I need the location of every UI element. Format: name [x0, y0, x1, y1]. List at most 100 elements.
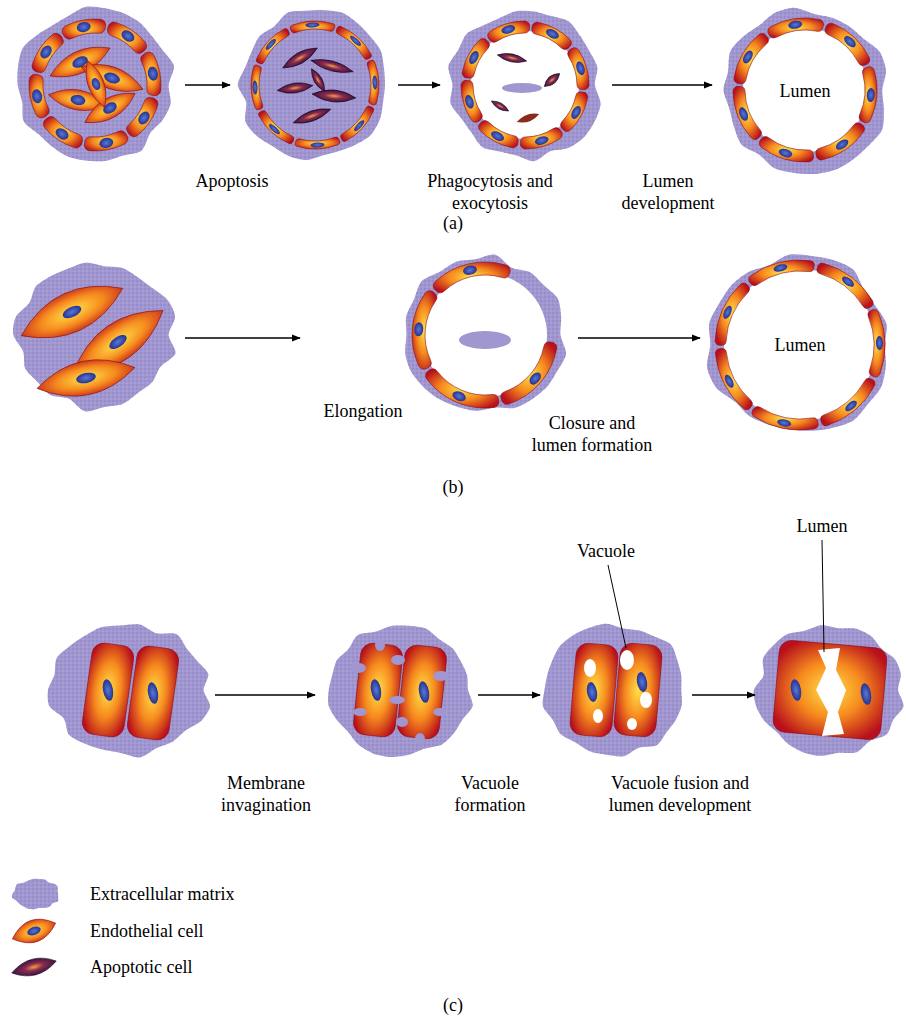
- nucleus: [414, 322, 424, 337]
- nucleus: [527, 370, 543, 386]
- endothelial-cell: [80, 58, 112, 110]
- stage-arrow: [578, 337, 700, 338]
- nucleus: [500, 24, 516, 36]
- lumen-label: Lumen: [780, 80, 831, 102]
- endothelial-cell: [412, 291, 437, 369]
- nucleus: [788, 20, 803, 30]
- stage-arrow: [612, 84, 712, 85]
- step-label: Closure and lumen formation: [527, 412, 657, 456]
- membrane-invagination: [433, 671, 449, 681]
- membrane-invagination: [433, 708, 447, 716]
- endothelial-cell: [520, 128, 562, 149]
- vacuole-label: Vacuole: [577, 540, 635, 562]
- nucleus: [859, 682, 873, 705]
- endothelial-cell: [80, 85, 140, 131]
- nucleus: [98, 137, 114, 149]
- extracellular-matrix: [448, 11, 600, 161]
- apoptotic-cell: [291, 104, 332, 127]
- nucleus: [789, 678, 803, 701]
- endothelial-cell: [859, 67, 877, 123]
- nucleus: [268, 123, 282, 136]
- lumen-label: Lumen: [797, 515, 848, 537]
- endothelial-cell: [733, 86, 761, 139]
- extracellular-matrix: [707, 254, 887, 431]
- apoptotic-cell: [280, 43, 320, 73]
- nucleus: [417, 680, 431, 703]
- nucleus: [349, 34, 363, 47]
- membrane-invagination: [389, 696, 405, 704]
- endothelial-cell: [81, 642, 135, 739]
- apoptotic-cell: [542, 71, 562, 90]
- endothelial-cell: [752, 407, 818, 430]
- nucleus: [369, 678, 383, 701]
- matrix-texture: [707, 254, 887, 431]
- nucleus: [741, 49, 755, 65]
- nucleus: [264, 38, 277, 52]
- endothelial-cell: [62, 19, 106, 39]
- vacuole: [640, 692, 652, 708]
- panel-label: (c): [443, 994, 463, 1016]
- endothelial-cell: [488, 21, 530, 42]
- panel-label: (b): [443, 476, 464, 498]
- nucleus: [834, 137, 850, 151]
- step-label: Apoptosis: [195, 170, 268, 192]
- matrix-texture: [12, 879, 58, 910]
- membrane-invagination: [350, 663, 366, 673]
- apoptotic-cell: [308, 67, 328, 94]
- endothelial-cell: [367, 60, 379, 105]
- nucleus: [76, 21, 92, 33]
- membrane-invagination: [396, 717, 408, 727]
- nucleus: [876, 336, 883, 350]
- vacuole: [620, 650, 634, 670]
- endothelial-cell: [825, 23, 870, 65]
- extracellular-matrix: [754, 625, 904, 756]
- lumen-label: Lumen: [775, 334, 826, 356]
- matrix-texture: [13, 263, 176, 412]
- stage-arrow: [478, 694, 540, 695]
- nucleus: [585, 681, 598, 702]
- endothelial-cell: [251, 65, 263, 110]
- matrix-texture: [754, 625, 904, 756]
- matrix-fragment: [459, 331, 511, 349]
- membrane-invagination: [415, 733, 425, 745]
- endothelial-cell: [462, 39, 489, 79]
- stage-arrow: [215, 694, 315, 695]
- nucleus: [53, 126, 70, 142]
- endothelial-cell: [561, 92, 588, 132]
- matrix-texture: [448, 11, 600, 161]
- endothelial-cell: [290, 21, 335, 33]
- cell-debris: [516, 111, 541, 126]
- endothelial-cell: [568, 48, 589, 90]
- vacuole: [627, 718, 637, 730]
- endothelial-cell: [613, 642, 663, 737]
- endothelial-cell: [341, 106, 374, 141]
- nucleus: [305, 22, 319, 28]
- leader-line: [822, 540, 824, 652]
- endothelial-cell: [821, 378, 875, 425]
- endothelial-cell: [569, 642, 619, 737]
- membrane-invagination: [391, 655, 405, 665]
- nucleus: [310, 142, 324, 148]
- nucleus: [147, 66, 159, 82]
- vacuole: [584, 659, 596, 677]
- nucleus: [146, 681, 160, 704]
- extracellular-matrix: [724, 8, 886, 174]
- legend-text: Apoptotic cell: [90, 956, 192, 978]
- step-label: Vacuole formation: [445, 772, 535, 816]
- nucleus: [252, 80, 258, 94]
- matrix-texture: [328, 625, 473, 757]
- step-label: Membrane invagination: [209, 772, 324, 816]
- nucleus: [773, 263, 788, 273]
- nucleus: [464, 94, 476, 110]
- nucleus: [103, 70, 122, 85]
- apoptotic-cell: [490, 98, 510, 113]
- endothelial-cell: [34, 351, 139, 405]
- legend-swatch: [12, 879, 58, 910]
- endothelial-cell: [759, 137, 813, 162]
- matrix-texture: [238, 10, 385, 160]
- extracellular-matrix: [17, 7, 174, 162]
- nucleus: [490, 129, 506, 143]
- stage-arrow: [185, 84, 230, 85]
- endothelial-cell: [13, 270, 131, 354]
